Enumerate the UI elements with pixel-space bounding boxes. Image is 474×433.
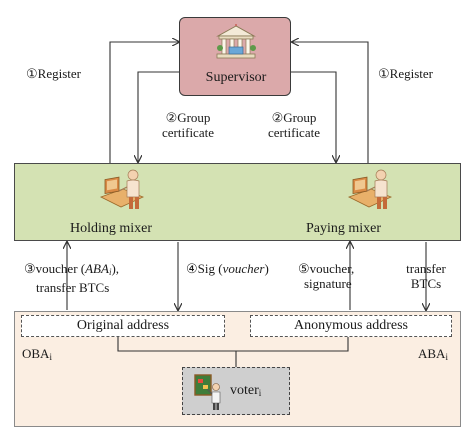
step5-label: ⑤voucher, signature [298, 261, 355, 291]
group-cert-left-label: ②Group certificate [162, 110, 214, 140]
group-cert-left-arrow [138, 71, 179, 162]
step4-label: ④Sig (voucher) [186, 261, 269, 276]
anonymous-address-box: Anonymous address [250, 315, 452, 337]
group-cert-right-arrow [291, 71, 336, 162]
supervisor-node: Supervisor [179, 17, 291, 96]
bank-building-icon [216, 24, 256, 59]
holding-mixer-label: Holding mixer [70, 221, 153, 236]
register-right-arrow [292, 42, 369, 163]
group-cert-right-label: ②Group certificate [268, 110, 320, 140]
supervisor-label: Supervisor [205, 70, 267, 85]
step3-label: ③voucher (ABAi), transfer BTCs [24, 261, 120, 295]
address-to-voter-link [117, 337, 349, 352]
register-left-label: ①Register [26, 66, 81, 81]
transfer-btcs-label: transfer BTCs [406, 261, 446, 291]
voter-label: voteri [230, 383, 262, 398]
oba-label: OBAi [22, 346, 52, 362]
anonymous-address-label: Anonymous address [294, 318, 408, 333]
mixer-band: Holding mixer Paying mixer [14, 163, 461, 241]
register-right-label: ①Register [378, 66, 433, 81]
register-left-arrow [109, 42, 179, 163]
paying-mixer-person-icon [347, 169, 393, 209]
aba-label: ABAi [418, 346, 448, 362]
original-address-box: Original address [21, 315, 225, 337]
paying-mixer-label: Paying mixer [306, 221, 382, 236]
voter-node: voteri [182, 367, 290, 415]
voter-at-board-icon [194, 374, 221, 410]
holding-mixer-person-icon [99, 169, 145, 209]
original-address-label: Original address [76, 318, 170, 333]
